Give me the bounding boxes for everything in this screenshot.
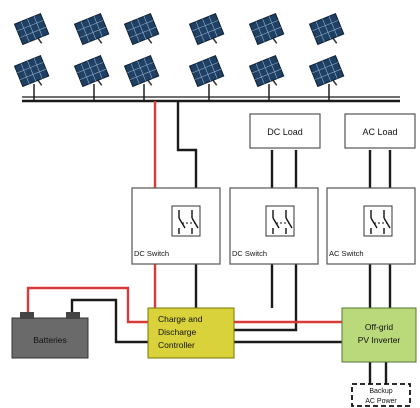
controller-label-line3: Controller <box>158 340 195 350</box>
solar-panel-icon <box>123 12 160 46</box>
ac-load-box: AC Load <box>344 113 416 149</box>
solar-panel-icon <box>188 12 225 46</box>
solar-panel-icon <box>13 54 50 102</box>
dc-switch-2-label: DC Switch <box>232 249 267 258</box>
batteries-label: Batteries <box>33 335 67 345</box>
ac-switch: AC Switch <box>326 187 416 265</box>
switch-icon <box>363 205 393 237</box>
battery-terminal-negative <box>66 312 80 319</box>
battery-positive-wire <box>26 286 148 324</box>
solar-panel-icon <box>73 54 110 102</box>
battery-icon <box>11 317 89 359</box>
ac-load-label: AC Load <box>362 127 397 137</box>
solar-panel-icon <box>308 54 345 102</box>
off-grid-pv-inverter: Off-grid PV Inverter <box>341 307 417 363</box>
battery-negative-wire <box>70 298 148 344</box>
backup-label-line2: AC Power <box>365 398 397 405</box>
solar-panel-icon <box>73 12 110 46</box>
dc-load-box: DC Load <box>249 113 321 149</box>
controller-label-line1: Charge and <box>158 314 203 324</box>
inverter-label-line2: PV Inverter <box>358 335 401 345</box>
charge-discharge-controller: Charge and Discharge Controller <box>147 307 235 359</box>
ac-switch-label: AC Switch <box>329 249 364 258</box>
solar-panel-icon <box>123 54 160 102</box>
solar-panel-icon <box>248 12 285 46</box>
dc-switch-2: DC Switch <box>229 187 319 265</box>
switch-icon <box>171 205 201 237</box>
solar-panel-icon <box>308 12 345 46</box>
solar-array <box>13 12 345 102</box>
dc-switch-1-label: DC Switch <box>134 249 169 258</box>
backup-label-line1: Backup <box>369 388 392 395</box>
solar-panel-icon <box>13 12 50 46</box>
backup-ac-power: Backup AC Power <box>351 383 411 407</box>
batteries: Batteries <box>11 312 89 359</box>
dc-switch-1: DC Switch <box>131 187 221 265</box>
switch-icon <box>265 205 295 237</box>
solar-panel-icon <box>188 54 225 102</box>
controller-label-line2: Discharge <box>158 327 197 337</box>
backup-wire <box>368 362 388 384</box>
battery-terminal-positive <box>20 312 34 319</box>
solar-panel-icon <box>248 54 285 102</box>
inverter-label-line1: Off-grid <box>365 322 393 332</box>
dc-load-label: DC Load <box>267 127 303 137</box>
